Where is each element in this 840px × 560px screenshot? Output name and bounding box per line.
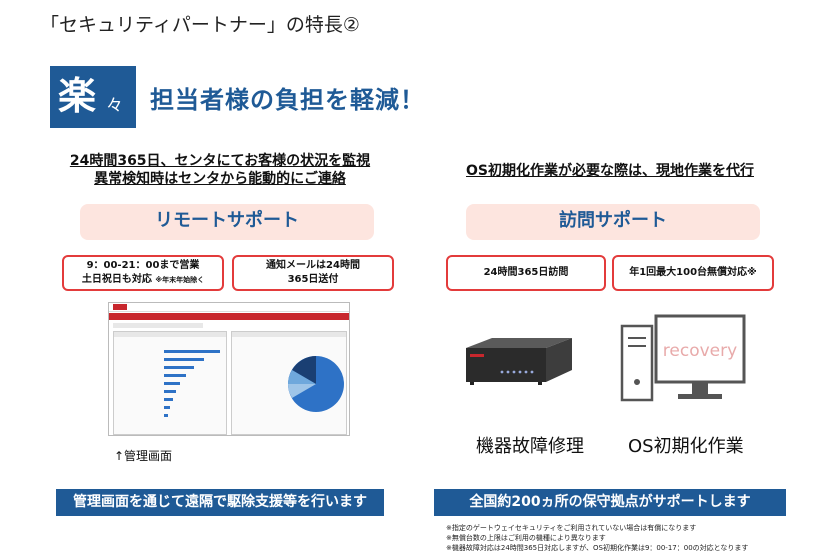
page-title: 「セキュリティパートナー」の特長② xyxy=(40,14,360,36)
remote-support-band: リモートサポート xyxy=(80,204,374,240)
device-repair-caption: 機器故障修理 xyxy=(476,436,584,457)
console-nav-bar xyxy=(109,313,349,320)
recovery-text: recovery xyxy=(663,341,737,361)
business-hours-line1: 9：00-21：00まで営業 xyxy=(86,260,200,271)
free-support-text: 年1回最大100台無償対応※ xyxy=(629,267,757,278)
console-bar xyxy=(164,414,168,417)
console-pie-chart xyxy=(288,356,344,412)
console-panel-header xyxy=(114,332,226,337)
remote-lead-line1: 24時間365日、センタにてお客様の状況を監視 xyxy=(69,153,371,169)
console-header xyxy=(109,303,349,312)
footnote-3: ※機器故障対応は24時間365日対応しますが、OS初期化作業は9：00-17：0… xyxy=(446,544,749,552)
remote-footer-band: 管理画面を通じて遠隔で駆除支援等を行います xyxy=(56,489,384,516)
console-bar xyxy=(164,374,186,377)
remote-lead-line2: 異常検知時はセンタから能動的にご連絡 xyxy=(94,171,346,187)
footnote-1: ※指定のゲートウェイセキュリティをご利用されていない場合は有償になります xyxy=(446,524,697,532)
visit-support-band: 訪問サポート xyxy=(466,204,760,240)
console-panel-header xyxy=(232,332,346,337)
console-bar xyxy=(164,382,180,385)
headline: 担当者様の負担を軽減！ xyxy=(150,86,425,114)
console-pie-panel xyxy=(231,331,347,435)
management-console-screenshot xyxy=(108,302,350,436)
notification-mail-line1: 通知メールは24時間 xyxy=(266,260,360,271)
free-support-box: 年1回最大100台無償対応※ xyxy=(612,255,774,291)
console-bar xyxy=(164,390,176,393)
visit-24h-box: 24時間365日訪問 xyxy=(446,255,606,291)
recovery-pc-icon: recovery xyxy=(620,314,746,402)
raku-badge-small: 々 xyxy=(106,96,123,116)
remote-lead: 24時間365日、センタにてお客様の状況を監視 異常検知時はセンタから能動的にご… xyxy=(40,152,400,188)
management-screen-caption: ↑管理画面 xyxy=(114,449,173,463)
console-bar xyxy=(164,358,204,361)
console-bar xyxy=(164,366,194,369)
console-tabs xyxy=(113,323,203,328)
footnotes: ※指定のゲートウェイセキュリティをご利用されていない場合は有償になります ※無償… xyxy=(446,523,748,553)
os-init-caption: OS初期化作業 xyxy=(628,436,744,457)
pie-slice xyxy=(288,384,316,398)
business-hours-note: ※年末年始除く xyxy=(155,276,205,284)
footnote-2: ※無償台数の上限はご利用の機種により異なります xyxy=(446,534,606,542)
console-bar xyxy=(164,398,173,401)
visit-24h-text: 24時間365日訪問 xyxy=(483,267,569,278)
console-bar xyxy=(164,350,220,353)
visit-lead: OS初期化作業が必要な際は、現地作業を代行 xyxy=(430,162,790,180)
business-hours-line2: 土日祝日も対応 xyxy=(81,274,152,285)
visit-footer-band: 全国約200ヵ所の保守拠点がサポートします xyxy=(434,489,786,516)
notification-mail-box: 通知メールは24時間 365日送付 xyxy=(232,255,394,291)
console-logo xyxy=(113,304,127,310)
pie-slice xyxy=(292,356,316,384)
visit-lead-text: OS初期化作業が必要な際は、現地作業を代行 xyxy=(466,163,754,179)
pie-slice xyxy=(288,370,316,384)
console-bar-panel xyxy=(113,331,227,435)
gateway-device-icon xyxy=(466,338,572,385)
raku-badge-big: 楽 xyxy=(58,74,97,118)
raku-badge: 楽 々 xyxy=(50,66,136,128)
business-hours-box: 9：00-21：00まで営業 土日祝日も対応 ※年末年始除く xyxy=(62,255,224,291)
console-bar xyxy=(164,406,170,409)
notification-mail-line2: 365日送付 xyxy=(287,274,339,285)
